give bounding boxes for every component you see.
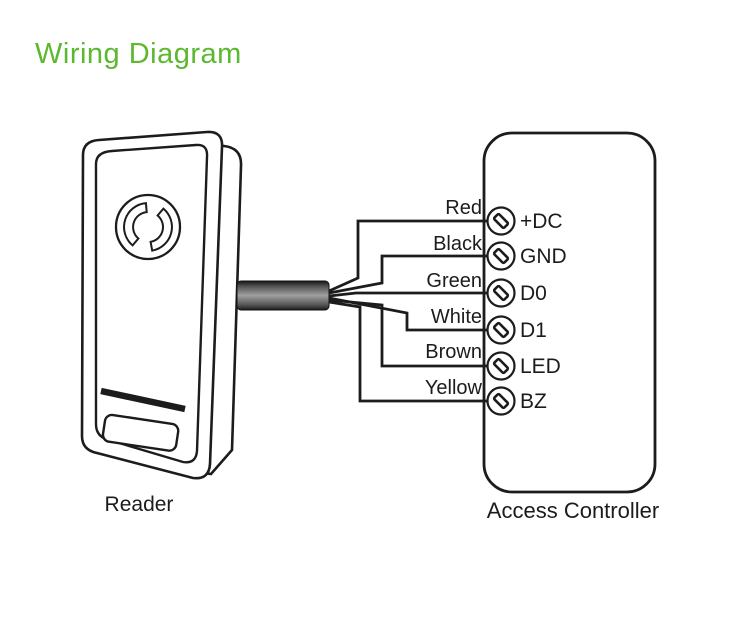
terminal-label-bz: BZ [520, 390, 547, 413]
terminal-led: LED [486, 351, 561, 381]
screw-slot-icon [492, 212, 510, 230]
access-controller-box [482, 131, 657, 494]
wire-yellow [328, 300, 492, 403]
wire-red [328, 219, 492, 293]
wire-label-brown: Brown [425, 341, 482, 363]
reader-caption: Reader [105, 493, 174, 516]
wire-bundle [328, 219, 492, 403]
terminal-label-dc: +DC [520, 210, 563, 233]
wire-white [328, 296, 492, 332]
reader-cable [236, 280, 330, 311]
screw-slot-icon [492, 284, 510, 302]
wire-brown [328, 298, 492, 368]
wire-label-red: Red [445, 197, 482, 219]
wire-green [328, 291, 492, 298]
terminal-d1: D1 [486, 315, 547, 345]
wire-label-white: White [431, 306, 482, 328]
terminal-label-d1: D1 [520, 319, 547, 342]
wire-label-green: Green [426, 270, 482, 292]
access-controller-caption: Access Controller [487, 498, 659, 523]
wire-labels: Red Black Green White Brown Yellow [425, 197, 483, 399]
wire-label-yellow: Yellow [425, 377, 483, 399]
wire-black [328, 254, 492, 295]
sensor-arc-lower-right [149, 207, 173, 252]
terminal-gnd: GND [486, 241, 567, 271]
terminal-label-led: LED [520, 355, 561, 378]
terminal-bz: BZ [486, 386, 547, 416]
page-title: Wiring Diagram [35, 38, 242, 70]
sensor-arc-upper-left [123, 202, 148, 247]
terminal-dc: +DC [486, 206, 563, 236]
screw-slot-icon [492, 247, 510, 265]
reader-swipe-window [101, 413, 180, 452]
screw-slot-icon [492, 357, 510, 375]
terminal-label-d0: D0 [520, 282, 547, 305]
terminal-d0: D0 [486, 278, 547, 308]
reader-accent-stripe [100, 387, 186, 413]
terminal-label-gnd: GND [520, 245, 567, 268]
reader-device [80, 130, 243, 480]
wire-label-black: Black [433, 233, 483, 255]
screw-slot-icon [492, 392, 510, 410]
screw-slot-icon [492, 321, 510, 339]
terminal-block: +DC GND D0 D1 [486, 206, 567, 416]
